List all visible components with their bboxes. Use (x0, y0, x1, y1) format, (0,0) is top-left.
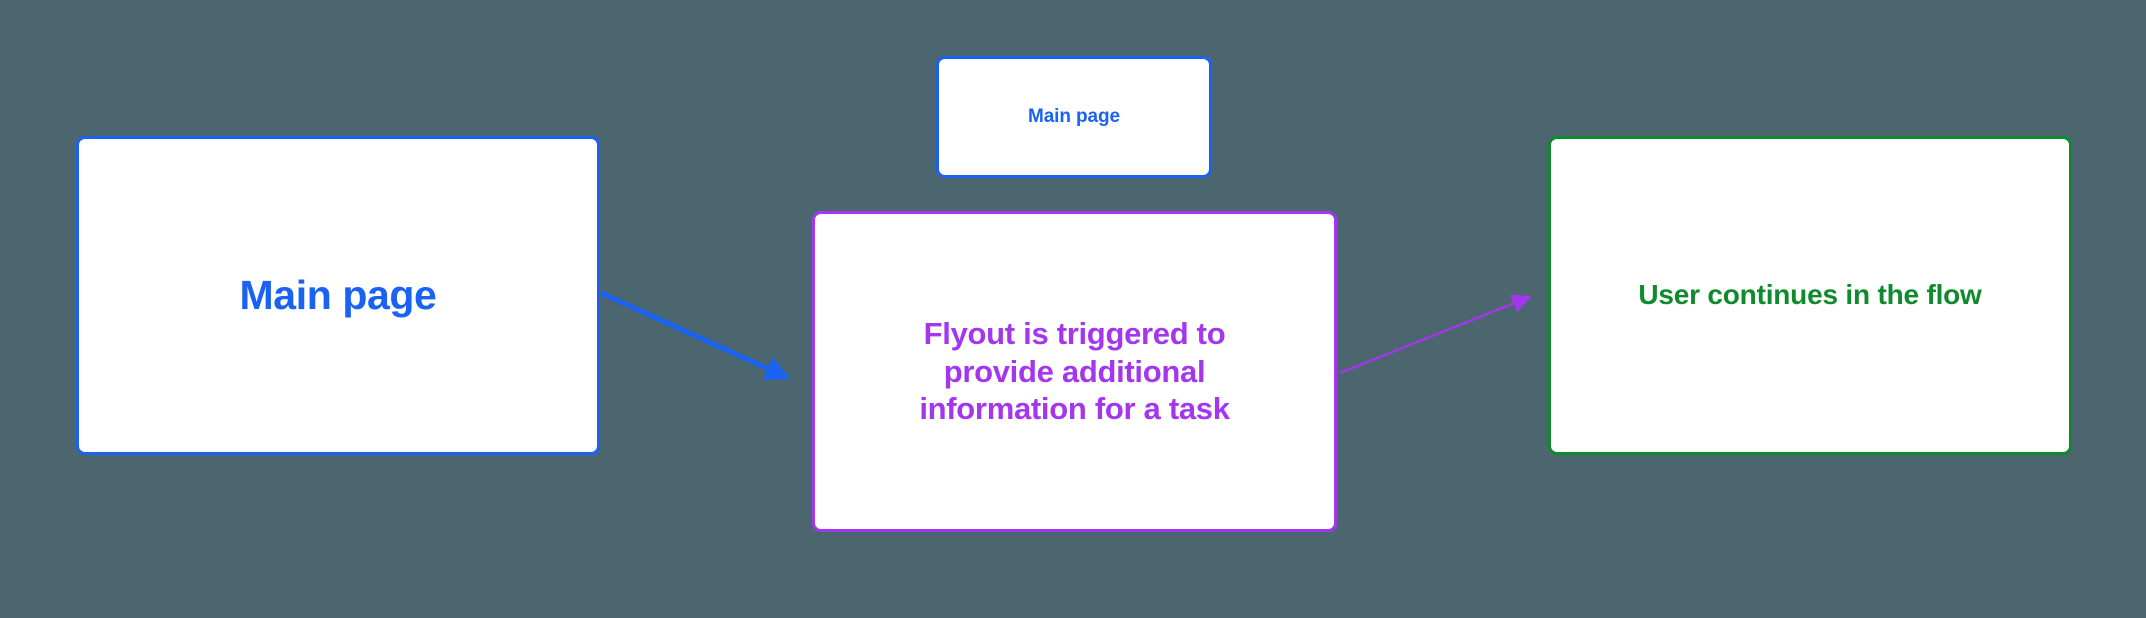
node-user-continues-label: User continues in the flow (1638, 279, 1982, 311)
node-main-page-large-label: Main page (239, 272, 437, 319)
node-flyout[interactable]: Flyout is triggered to provide additiona… (812, 211, 1337, 532)
node-main-page-large[interactable]: Main page (76, 136, 600, 455)
edge-main-page-to-flyout (599, 290, 791, 380)
node-flyout-label: Flyout is triggered to provide additiona… (919, 315, 1230, 427)
node-main-page-small[interactable]: Main page (936, 56, 1212, 178)
edge-flyout-to-user-continues (1339, 294, 1532, 375)
node-user-continues[interactable]: User continues in the flow (1548, 136, 2072, 455)
node-main-page-small-label: Main page (1027, 106, 1120, 128)
